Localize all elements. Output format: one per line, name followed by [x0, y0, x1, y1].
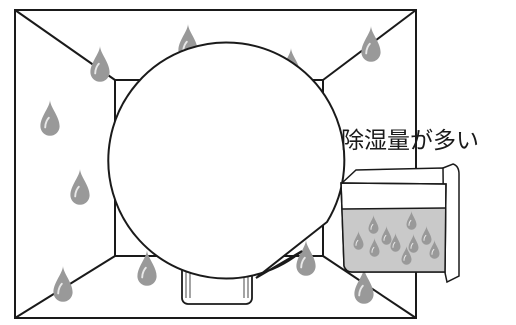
tank-water-surface — [341, 207, 447, 210]
callout-text: 除湿量が多い — [341, 128, 479, 154]
callout-bubble-shape — [107, 41, 346, 280]
tank-back-rim — [341, 167, 447, 185]
tank-lid — [442, 163, 460, 284]
tank-body-outline — [340, 182, 447, 273]
water-tank-icon — [340, 163, 460, 284]
callout-bubble: 除湿量が多い — [107, 41, 479, 284]
